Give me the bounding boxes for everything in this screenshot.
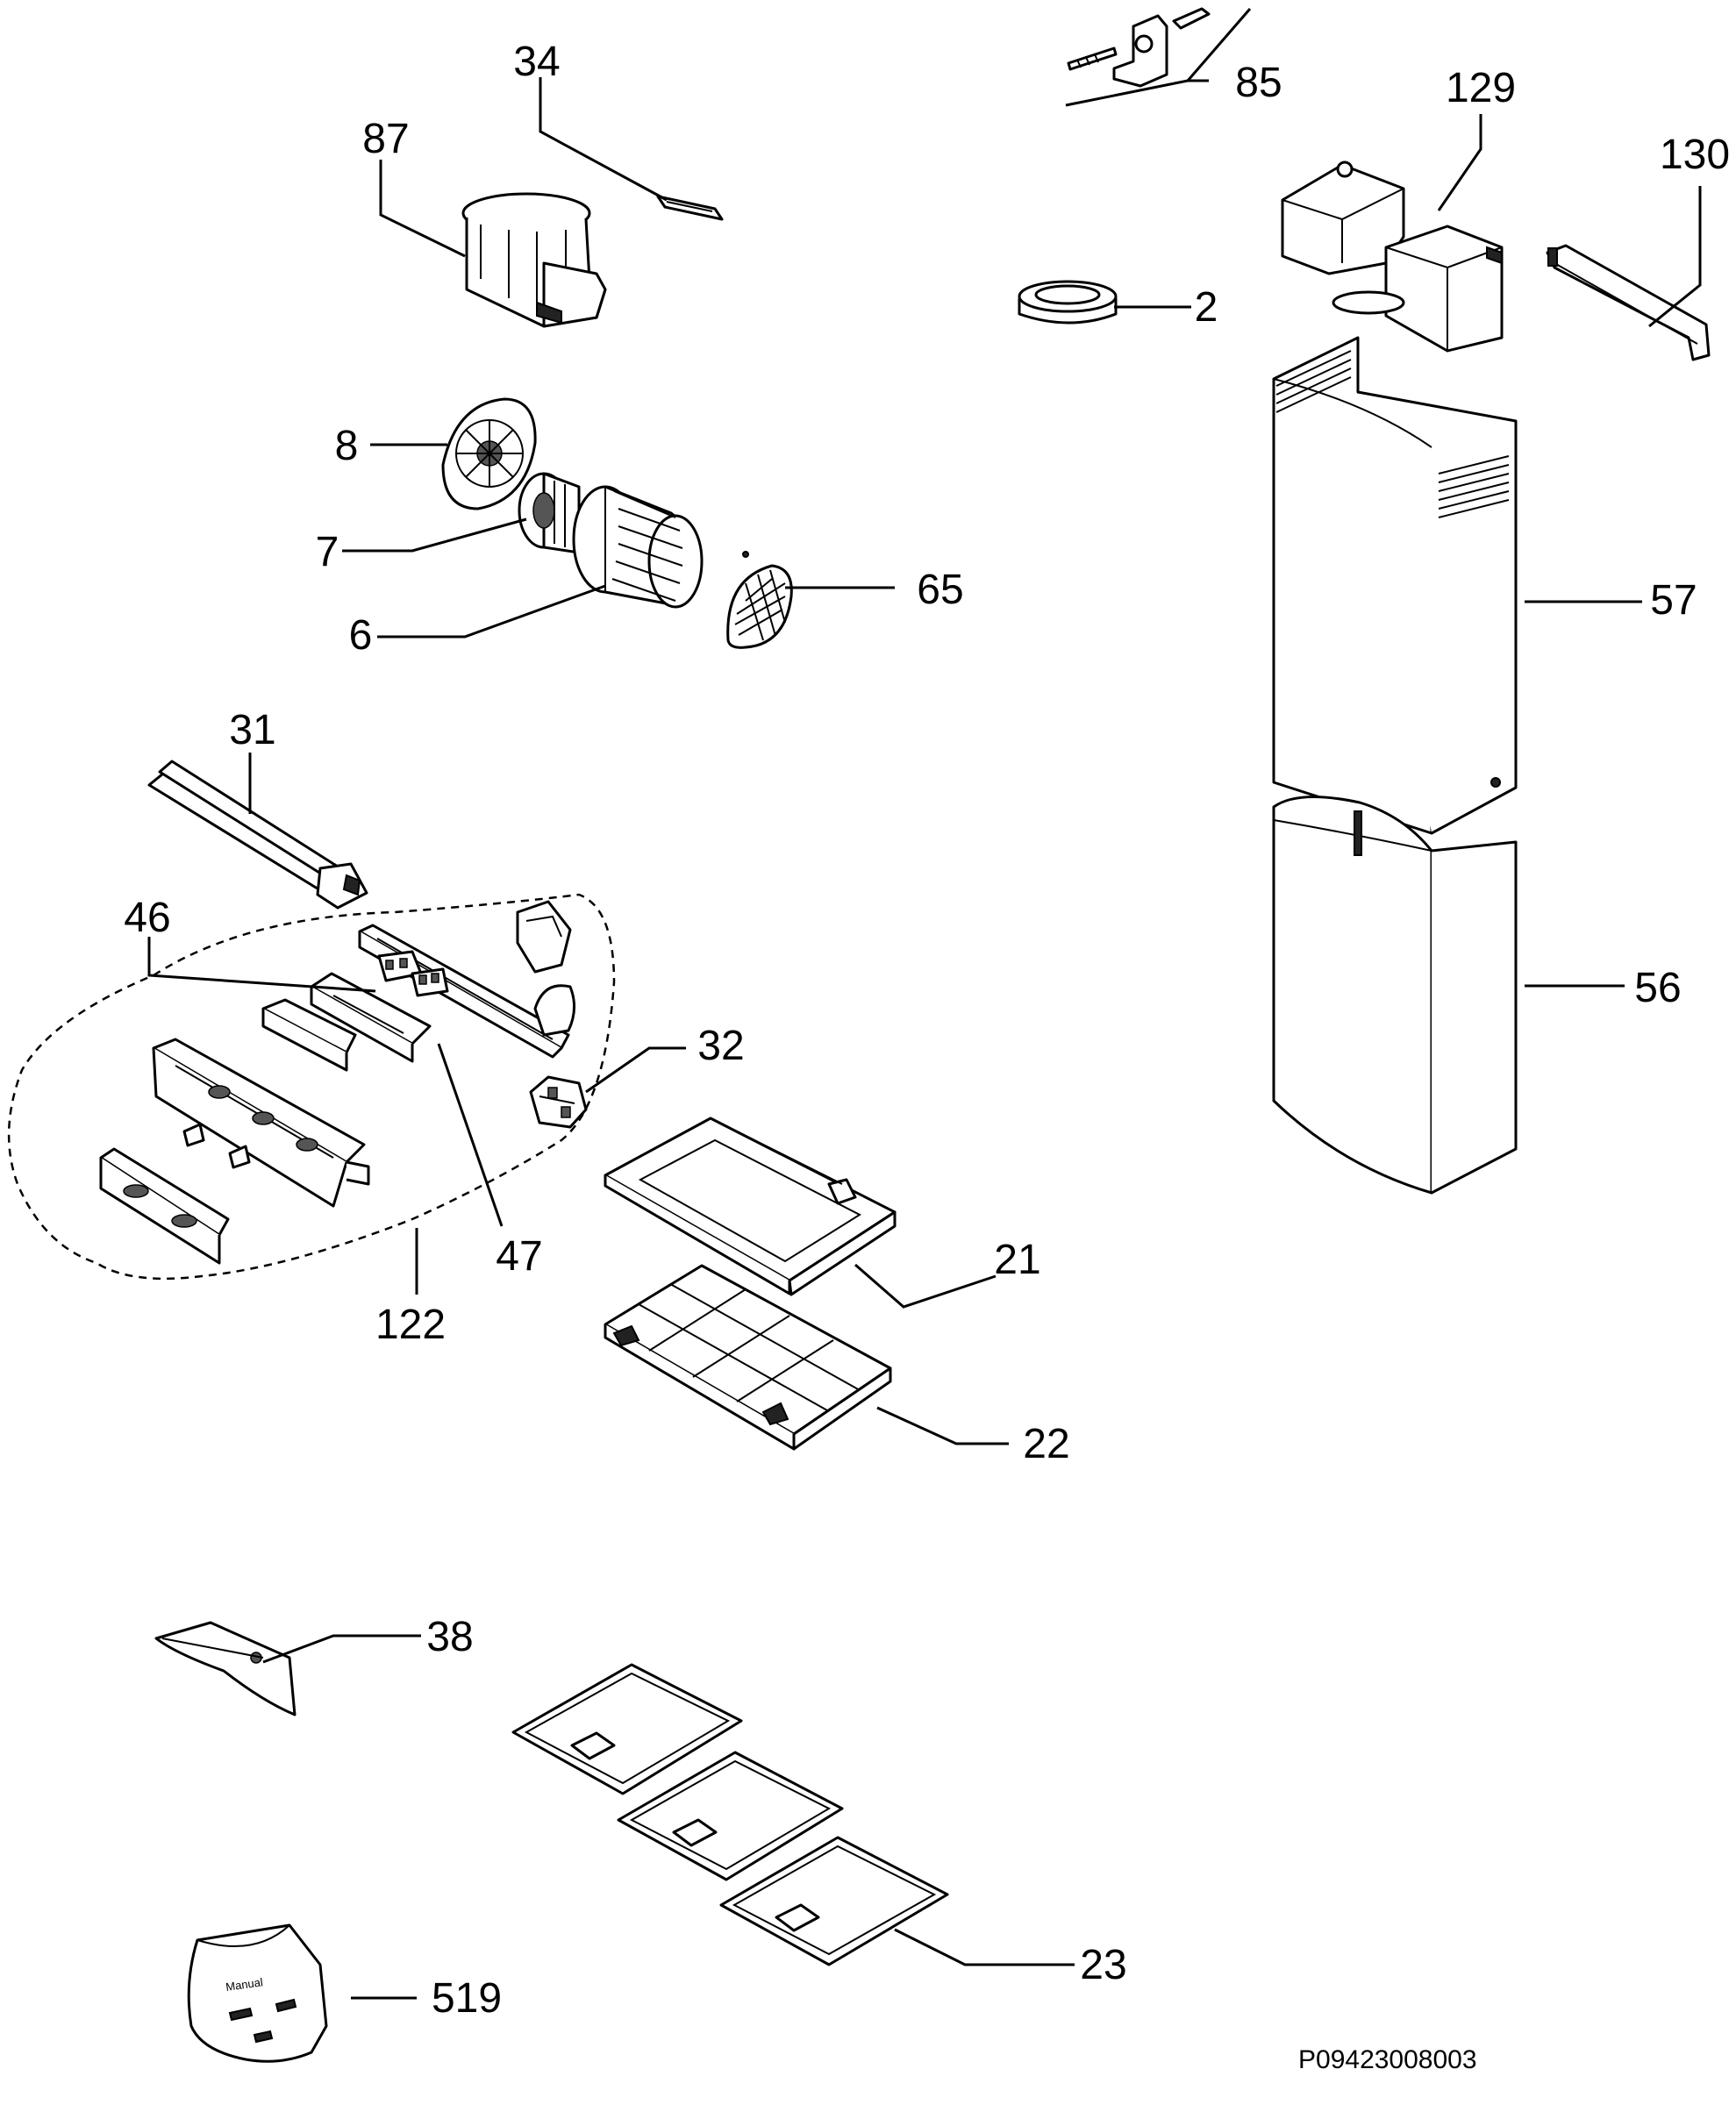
label-22: 22 [1023, 1421, 1069, 1467]
manual-bag-text: Manual [225, 1975, 263, 1994]
part-519-manual-bag[interactable]: Manual [187, 1923, 328, 2063]
label-129: 129 [1446, 65, 1516, 111]
part-129-outlet-transition[interactable] [1281, 161, 1504, 353]
part-34-clip[interactable] [656, 195, 724, 221]
label-21: 21 [994, 1237, 1040, 1283]
label-8: 8 [335, 423, 359, 469]
drawing-code: P09423008003 [1298, 2045, 1477, 2074]
label-38: 38 [426, 1614, 473, 1660]
label-23: 23 [1080, 1942, 1126, 1988]
label-46: 46 [124, 895, 170, 941]
label-32: 32 [697, 1023, 744, 1069]
label-56: 56 [1634, 965, 1681, 1011]
label-130: 130 [1660, 132, 1730, 178]
part-56-lower-chimney[interactable] [1272, 796, 1518, 1195]
part-8-fan-plate[interactable] [441, 397, 537, 510]
label-2: 2 [1195, 284, 1218, 331]
part-23-grease-filters[interactable] [511, 1663, 949, 1966]
part-57-upper-chimney[interactable] [1272, 336, 1518, 835]
part-85-bracket-screws[interactable] [1067, 7, 1211, 88]
label-519: 519 [432, 1975, 502, 2022]
part-6-blower-wheel[interactable] [572, 485, 704, 609]
label-122: 122 [375, 1302, 446, 1348]
part-7-motor[interactable] [518, 472, 581, 554]
part-2-collar-ring[interactable] [1018, 280, 1118, 325]
label-7: 7 [316, 529, 339, 575]
part-31-lamp-tube[interactable] [147, 760, 368, 910]
part-87-duct-housing[interactable] [461, 192, 607, 328]
label-87: 87 [362, 116, 409, 162]
label-34: 34 [513, 39, 560, 85]
label-85: 85 [1235, 60, 1282, 106]
part-22-filter-panel[interactable] [604, 1264, 892, 1451]
part-32-lamp-socket[interactable] [529, 1075, 588, 1129]
part-122-control-assembly[interactable] [7, 893, 616, 1281]
label-31: 31 [229, 707, 275, 753]
part-65-grille[interactable] [726, 551, 793, 649]
label-6: 6 [349, 612, 373, 659]
part-38-bracket[interactable] [154, 1621, 296, 1716]
label-47: 47 [496, 1233, 542, 1280]
part-21-filter-frame[interactable] [604, 1117, 897, 1296]
part-130-support-bar[interactable] [1546, 244, 1711, 361]
leader-lines [147, 8, 1702, 2000]
label-57: 57 [1650, 577, 1697, 624]
label-65: 65 [917, 567, 963, 613]
